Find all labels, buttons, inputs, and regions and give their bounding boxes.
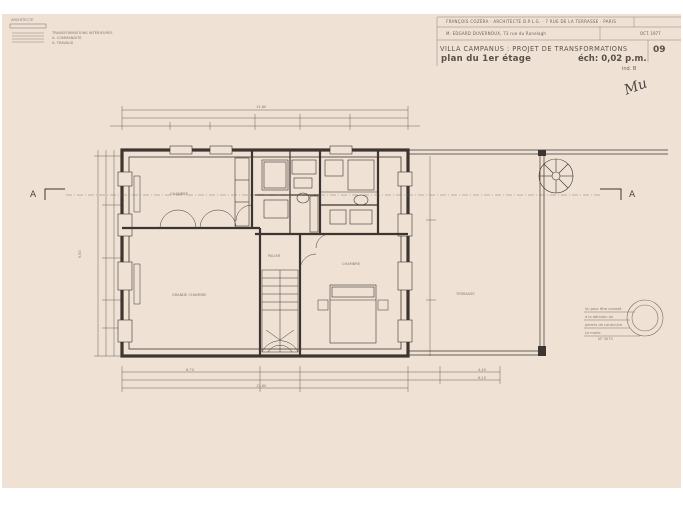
section-marker-label-left: A [30,190,37,200]
paper-background [2,14,681,488]
bathroom-fixtures [261,159,378,233]
terrace-outline [408,149,668,356]
logo-block [9,23,47,43]
closet-nw [234,157,250,227]
section-marker-right [600,188,622,200]
room-label-bedroom-se: CHAMBRE [342,262,361,266]
dimension-bottom-1: 6,70 [186,368,195,372]
stamp-line-3: permis de construire [585,323,623,327]
dimension-lines-bottom [121,366,501,392]
dimension-lines-right [426,156,436,356]
dimension-right-1: 4,40 [478,368,487,372]
left-margin-line-1: TRANSFORMATIONS INTÉRIEURES [52,31,113,35]
section-marker-left [44,188,65,200]
plan-title: plan du 1er étage [441,54,532,64]
dimension-right-2: 6,10 [478,376,487,380]
dimension-left-total: 9,50 [77,250,82,259]
spiral-staircase [538,158,574,194]
room-label-bedroom-nw: CHAMBRE [170,192,189,196]
stamp-line-4: Le maire [585,331,601,335]
dimension-lines-left [94,150,122,357]
section-marker-label-right: A [629,190,636,200]
room-label-landing: PALIER [268,254,281,258]
stamp-line-5: N° 3075 [598,337,613,341]
interior-walls [122,150,408,356]
bed [329,284,377,344]
room-label-terrace: TERRASSE [456,292,475,296]
door-swings [159,204,331,271]
left-margin-line-2: A. COMMANDITE [52,36,82,40]
staircase [261,269,299,353]
title-block [436,16,681,66]
dimension-lines-top [110,106,420,130]
stamp-line-2: à la décision du [585,315,614,319]
client-name: M. EDGARD DUVERNOUX, 73 rue du Ranelagh [446,31,547,36]
architect-name: FRANÇOIS COZÉRA · ARCHITECTE D.P.L.G. · … [446,19,617,24]
window-openings [117,145,413,343]
outer-walls [120,148,410,358]
project-title: VILLA CAMPANUS : PROJET DE TRANSFORMATIO… [440,45,628,53]
drawing-scale: éch: 0,02 p.m. [578,54,647,64]
left-margin-line-3: A. TRAVAUX [52,41,74,45]
sheet-number: 09 [653,45,666,55]
drawing-date: OCT. 1977 [640,31,661,36]
logo-label: ARCHITECTE [11,18,34,22]
approval-stamp [584,299,664,337]
dimension-bottom-2: 12,60 [256,384,267,388]
terrace-column [538,150,546,356]
dimension-overall-top: 12,60 [256,105,267,109]
room-label-living: GRANDE CHAMBRE [172,293,207,297]
stamp-line-1: Vu pour être annexé [585,307,622,311]
furniture-small [133,175,389,311]
revision-index: ind. B [622,66,637,72]
